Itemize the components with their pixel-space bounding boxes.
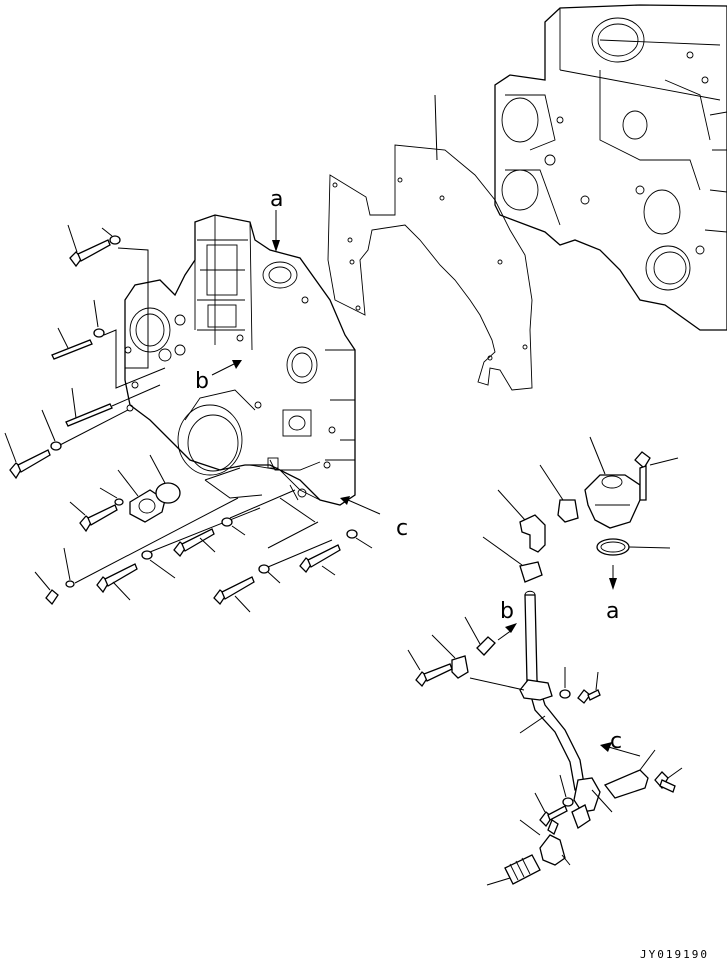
label-a-right: a xyxy=(606,599,619,624)
label-c-right: c xyxy=(610,729,622,754)
water-outlet-assembly xyxy=(407,436,683,886)
front-cover-gasket xyxy=(327,144,533,391)
arrow-c-mid xyxy=(340,496,381,515)
engine-block xyxy=(494,4,727,331)
gasket-leader xyxy=(434,94,438,161)
label-c-mid: c xyxy=(396,516,408,541)
label-b-mid: b xyxy=(195,369,209,394)
arrow-b-mid xyxy=(211,360,242,376)
label-a-top: a xyxy=(270,187,283,212)
label-b-right: b xyxy=(500,599,514,624)
drawing-code: JY019190 xyxy=(640,948,709,961)
arrow-a-top xyxy=(272,210,280,252)
left-fasteners xyxy=(4,224,373,613)
